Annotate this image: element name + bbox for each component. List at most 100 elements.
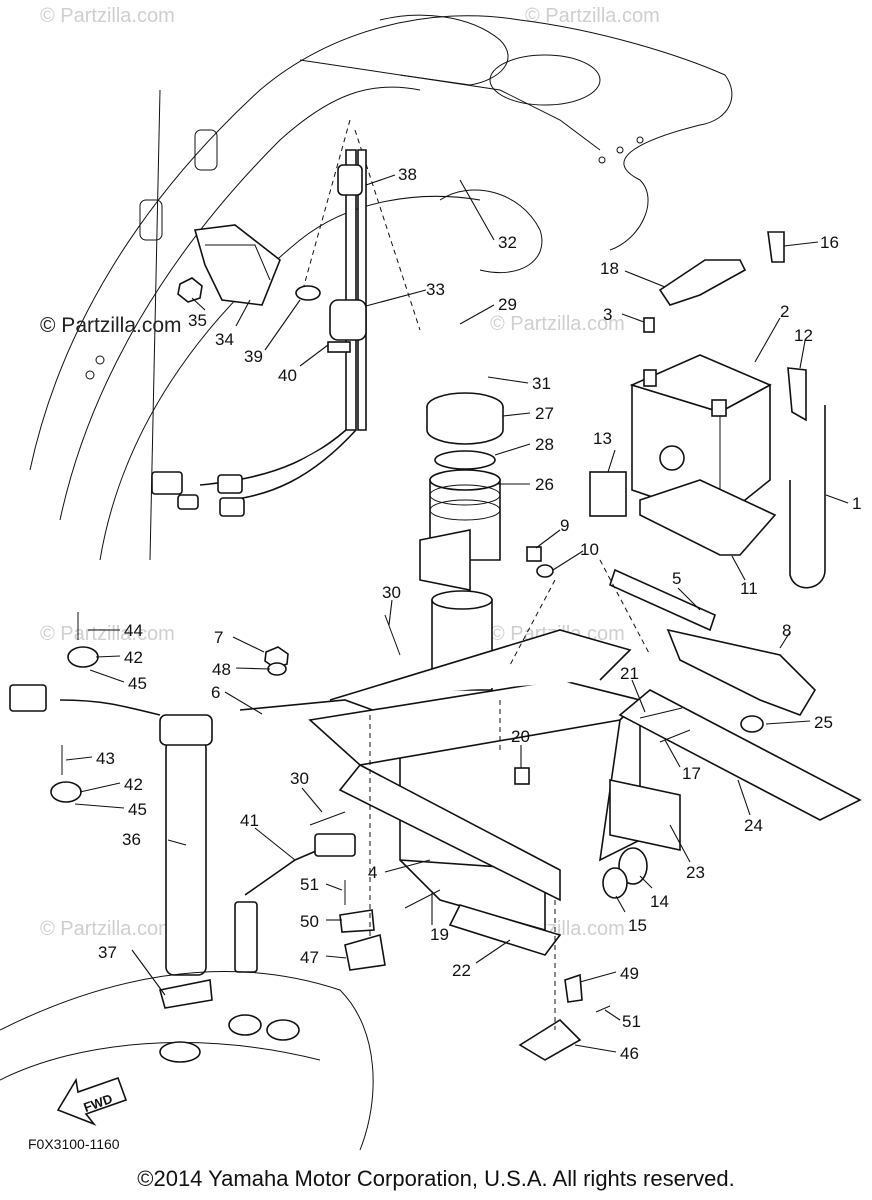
figure-code: F0X3100-1160: [28, 1136, 120, 1152]
nut-7: [264, 646, 289, 669]
callout-25: 25: [814, 713, 833, 732]
callout-41: 41: [240, 811, 259, 830]
ring-39: [295, 285, 321, 301]
callout-50: 50: [300, 912, 319, 931]
callout-51b: 51: [622, 1012, 641, 1031]
callout-21: 21: [620, 664, 639, 683]
pad-22: [448, 904, 562, 956]
grommet-25: [740, 715, 764, 733]
callout-18: 18: [600, 259, 619, 278]
collar-20: [514, 767, 530, 785]
callout-19: 19: [430, 925, 449, 944]
callout-43: 43: [96, 749, 115, 768]
tank-bracket: [239, 629, 642, 932]
callout-39: 39: [244, 347, 263, 366]
callout-30: 30: [382, 583, 401, 602]
fwd-arrow-icon: FWD: [56, 1076, 128, 1126]
breather-hose-assembly: [151, 119, 421, 517]
callout-3: 3: [603, 305, 612, 324]
battery-tray: [639, 479, 777, 556]
callout-9: 9: [560, 516, 569, 535]
battery-band: [658, 259, 747, 306]
callout-45b: 45: [128, 800, 147, 819]
cover-12: [787, 367, 807, 422]
clip-49: [564, 973, 583, 1003]
fasteners: [61, 612, 691, 1013]
watermark-text: © Partzilla.com: [40, 623, 175, 645]
callout-36: 36: [122, 830, 141, 849]
callout-26: 26: [535, 475, 554, 494]
reference-lines: [369, 559, 651, 1030]
watermark-text: © Partzilla.com: [525, 5, 660, 27]
callout-2: 2: [780, 302, 789, 321]
clip-46: [518, 1018, 582, 1061]
callout-27: 27: [535, 404, 554, 423]
callout-42: 42: [124, 648, 143, 667]
callout-5: 5: [672, 569, 681, 588]
callout-13: 13: [593, 429, 612, 448]
strap-5: [609, 568, 716, 632]
vent-hose-1: [789, 405, 826, 589]
callout-42b: 42: [124, 775, 143, 794]
plug-9: [526, 546, 542, 562]
callout-12: 12: [794, 326, 813, 345]
callout-38: 38: [398, 165, 417, 184]
callout-14: 14: [650, 892, 669, 911]
callout-22: 22: [452, 961, 471, 980]
washer-10: [536, 564, 554, 578]
callout-16: 16: [820, 233, 839, 252]
callout-28: 28: [535, 435, 554, 454]
callout-labels: 1 2 3 4 5 6 7 8 9 10 11 12 13 14 15 16 1…: [96, 165, 861, 1063]
callout-49: 49: [620, 964, 639, 983]
callout-11: 11: [740, 579, 758, 598]
callout-44: 44: [124, 621, 143, 640]
fuel-tank: [0, 971, 374, 1151]
callout-7: 7: [214, 628, 223, 647]
callout-20: 20: [511, 727, 530, 746]
bracket-8: [666, 628, 817, 716]
callout-46: 46: [620, 1044, 639, 1063]
fuel-pump: [9, 684, 213, 1009]
clip-47: [344, 933, 386, 971]
callout-15: 15: [628, 916, 647, 935]
leader-lines: [65, 174, 849, 1053]
callout-37: 37: [98, 943, 117, 962]
callout-33: 33: [426, 280, 445, 299]
pad-13: [589, 471, 627, 517]
callout-35: 35: [188, 311, 207, 330]
watermark-text: © Partzilla.com: [490, 313, 625, 335]
callout-17: 17: [682, 764, 701, 783]
callout-34: 34: [215, 330, 234, 349]
filler-neck: [419, 392, 504, 691]
bolt-3: [643, 317, 655, 333]
fuel-sender: [234, 833, 356, 973]
callout-45: 45: [128, 674, 147, 693]
callout-47: 47: [300, 948, 319, 967]
callout-10: 10: [580, 540, 599, 559]
watermark-main: © Partzilla.com: [40, 314, 182, 337]
callout-32: 32: [498, 233, 517, 252]
grommet-15: [602, 867, 628, 899]
pad-23: [609, 779, 681, 851]
callout-1: 1: [852, 494, 861, 513]
callout-24: 24: [744, 816, 763, 835]
nut-35: [177, 277, 203, 303]
callout-4: 4: [368, 863, 377, 882]
callout-23: 23: [686, 863, 705, 882]
callout-29: 29: [498, 295, 517, 314]
washer-48: [267, 662, 287, 676]
callout-30b: 30: [290, 769, 309, 788]
pad-24: [618, 689, 862, 821]
callout-48: 48: [212, 660, 231, 679]
callout-8: 8: [782, 621, 791, 640]
callout-6: 6: [211, 683, 220, 702]
callout-40: 40: [278, 366, 297, 385]
hull-outline: [29, 14, 733, 561]
watermark-text: © Partzilla.com: [40, 918, 175, 940]
clip-50: [339, 909, 375, 933]
bracket-16: [767, 231, 785, 263]
watermark-text: © Partzilla.com: [40, 5, 175, 27]
bracket-34: [193, 224, 281, 306]
battery: [629, 354, 772, 521]
